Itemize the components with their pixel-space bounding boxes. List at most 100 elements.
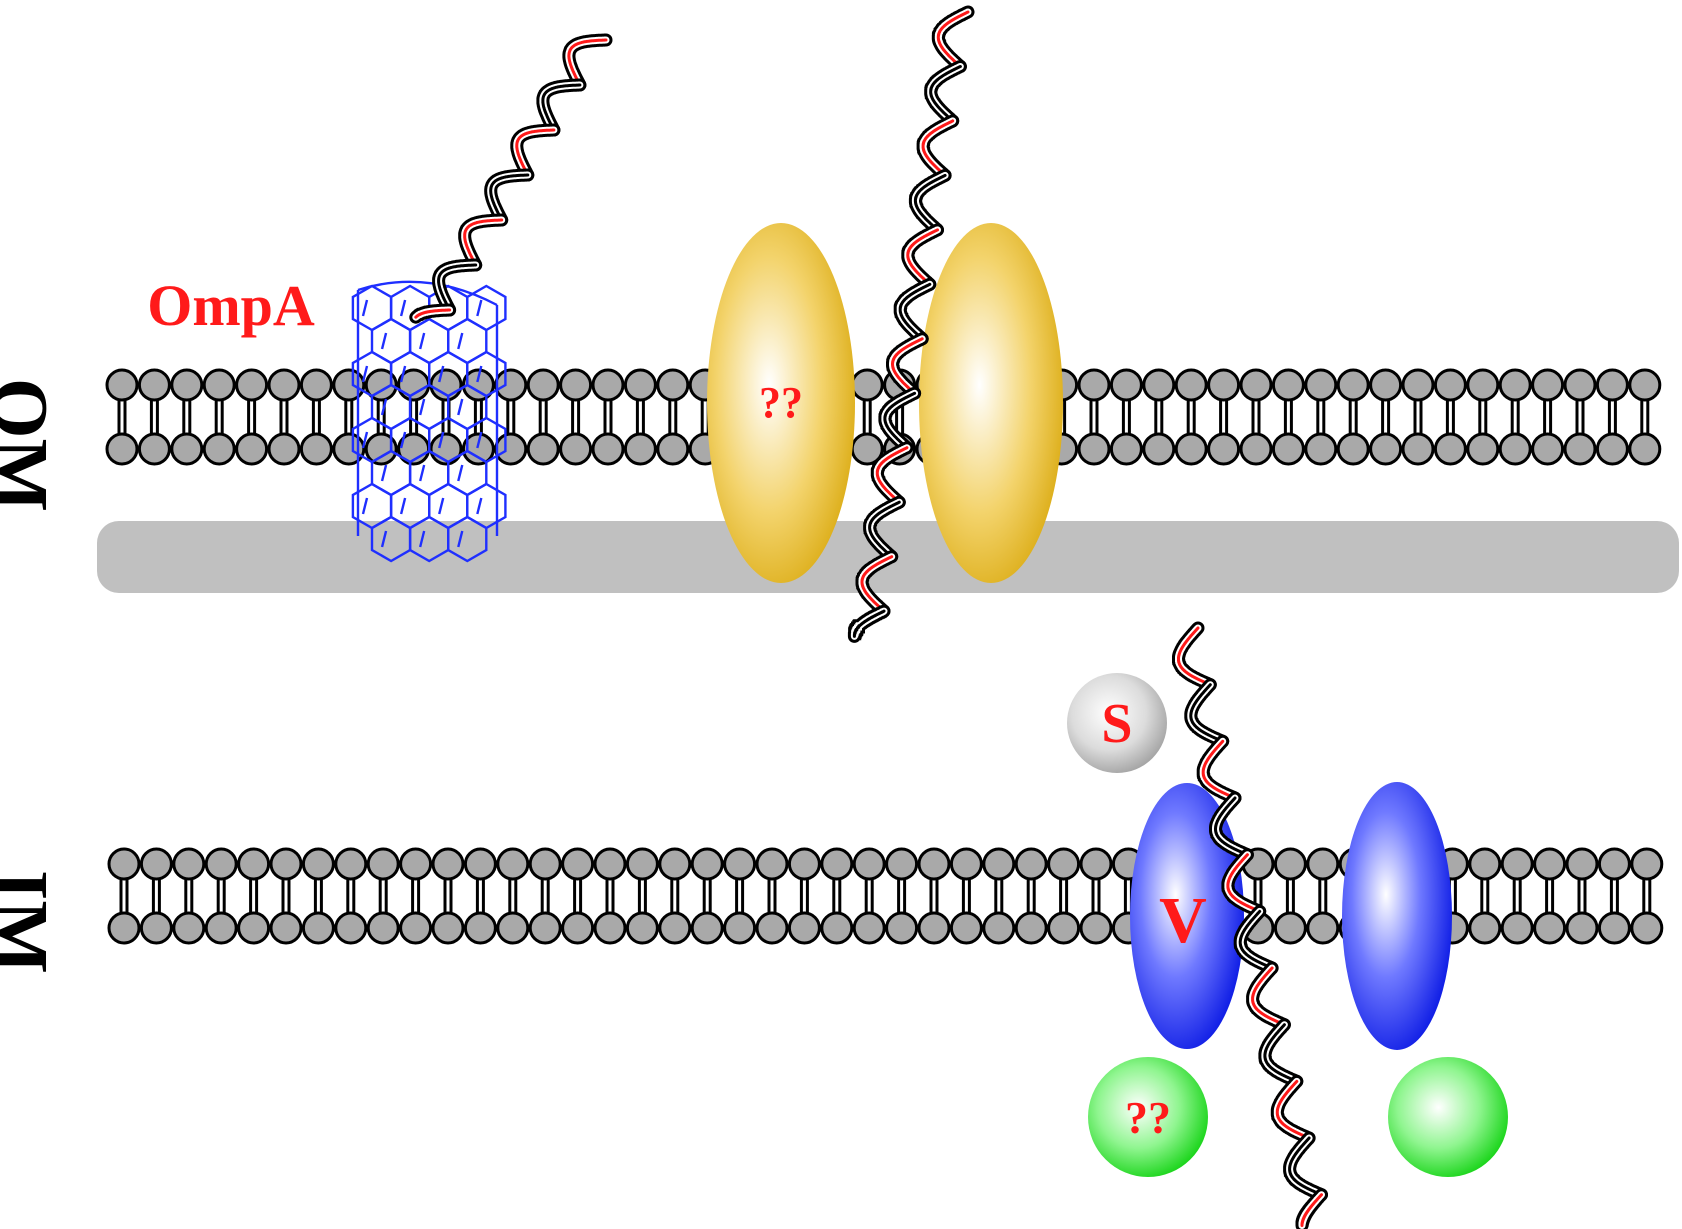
lipid-head (559, 368, 593, 402)
lipid-head (1533, 847, 1567, 881)
lipid-head (1273, 847, 1307, 881)
lipid-head (364, 368, 398, 402)
lipid-head (334, 911, 368, 945)
lipid-head (1563, 432, 1597, 466)
lipid-head (656, 368, 690, 402)
lipid-head (1109, 368, 1143, 402)
lipid-head (526, 432, 560, 466)
lipid-head (137, 432, 171, 466)
lipid-head (204, 911, 238, 945)
lipid-head (237, 911, 271, 945)
lipid-head (299, 368, 333, 402)
lipid-head (591, 432, 625, 466)
barrel-rim (357, 280, 498, 307)
lipid-head (1047, 847, 1081, 881)
lipid-head (1273, 911, 1307, 945)
lipid-head (656, 432, 690, 466)
dna-strand-edge (567, 38, 608, 87)
lipid-head (461, 368, 495, 402)
lipid-head (625, 847, 659, 881)
lipid-head (1207, 368, 1241, 402)
lipid-head (1077, 432, 1111, 466)
dna-strand-edge (906, 228, 939, 286)
lipid-head (1304, 432, 1338, 466)
dna-strand-edge (898, 282, 932, 341)
lipid-head (690, 911, 724, 945)
im-label: IM (0, 870, 65, 974)
lipid-head (235, 368, 269, 402)
dna-strand-edge (1251, 966, 1286, 1027)
lipid-head (1401, 368, 1435, 402)
lipid-head (237, 847, 271, 881)
lipid-head (332, 432, 366, 466)
lipid-head (723, 847, 757, 881)
lipid-head (334, 847, 368, 881)
dna-strand-edge (489, 173, 530, 222)
lipid-head (494, 432, 528, 466)
lipid-head (1500, 911, 1534, 945)
lipid-head (105, 432, 139, 466)
lipid-head (852, 911, 886, 945)
lipid-head (399, 911, 433, 945)
barrel-bond (361, 431, 369, 449)
barrel-cell (447, 515, 488, 563)
lipid-head (1306, 911, 1340, 945)
lipid-head (202, 432, 236, 466)
lipid-head (885, 911, 919, 945)
lipid-head (137, 368, 171, 402)
lipid-head (1174, 368, 1208, 402)
barrel-bond (380, 464, 388, 482)
dna-strand-edge (1288, 1136, 1323, 1197)
barrel-bond (476, 431, 483, 449)
barrel-bond (361, 497, 369, 515)
dna-strand-edge (883, 391, 917, 450)
dna-strand-edge (541, 83, 582, 132)
lipid-head (1595, 432, 1629, 466)
lipid-head (1498, 368, 1532, 402)
lipid-head (1565, 847, 1599, 881)
lipid-head (820, 911, 854, 945)
dna-strand-edge (1263, 1023, 1299, 1083)
dna-helix-om-channel (847, 5, 975, 643)
barrel-bond (380, 530, 388, 548)
ompa-barrel (351, 280, 507, 563)
lipid-head (1630, 911, 1664, 945)
lipid-head (1597, 911, 1631, 945)
barrel-bond (457, 530, 464, 548)
lipid-head (623, 368, 657, 402)
lipid-head (1466, 368, 1500, 402)
lipid-head (269, 911, 303, 945)
barrel-bond (380, 332, 388, 350)
lipid-head (1077, 368, 1111, 402)
dna-strand-edge (868, 500, 901, 559)
lipid-head (1079, 911, 1113, 945)
lipid-head (1369, 368, 1403, 402)
lipid-head (1531, 368, 1565, 402)
lipid-head (623, 432, 657, 466)
lipid-head (723, 911, 757, 945)
barrel-bond (438, 431, 445, 449)
lipid-head (463, 847, 497, 881)
dna-strand-edge (913, 173, 947, 232)
lipid-head (364, 432, 398, 466)
lipid-head (1628, 368, 1662, 402)
lipid-head (202, 368, 236, 402)
barrel-bond (476, 365, 483, 383)
lipid-head (172, 911, 206, 945)
lipid-head (267, 432, 301, 466)
dna-strand-edge (1238, 909, 1274, 970)
lipid-head (820, 847, 854, 881)
lipid-head (1563, 368, 1597, 402)
barrel-bond (418, 464, 426, 482)
lipid-head (787, 911, 821, 945)
lipid-head (1630, 847, 1664, 881)
barrel-bond (399, 497, 407, 515)
dna-helix-im-channel (1172, 621, 1328, 1229)
lipid-head (301, 911, 335, 945)
barrel-bond (418, 530, 426, 548)
lipid-head (299, 432, 333, 466)
lipid-head (107, 911, 141, 945)
dna-strand-edge (1275, 1079, 1311, 1140)
barrel-bond (418, 398, 426, 416)
